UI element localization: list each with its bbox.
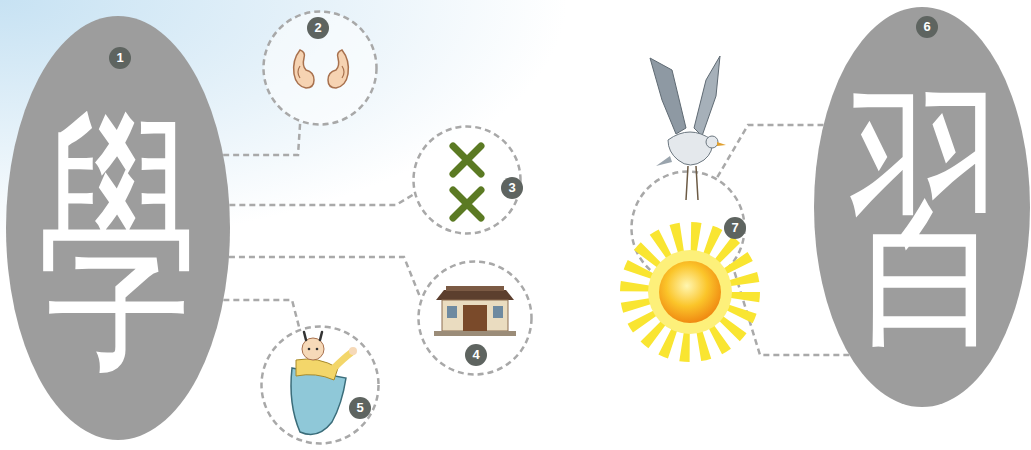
hand-drawing (294, 50, 314, 88)
bird-tail (656, 156, 672, 166)
callout-number: 2 (307, 17, 329, 39)
hand-drawing (342, 66, 344, 78)
hand-drawing (298, 66, 300, 78)
seal-script-oval: 6習 (814, 7, 1030, 407)
dashed-circle (262, 327, 379, 444)
child-arm (334, 352, 352, 368)
child-eye (308, 348, 311, 351)
seal-character: 習 (842, 75, 1002, 355)
building-window (493, 306, 503, 318)
child-eye (316, 348, 319, 351)
child-swaddle (291, 368, 346, 434)
cross-mark (453, 190, 481, 218)
callout-number: 5 (349, 397, 371, 419)
cross-mark (453, 146, 481, 174)
bird-head (706, 136, 718, 148)
bird-wing (650, 58, 686, 134)
child-hair (304, 332, 322, 340)
building-roof (446, 286, 504, 291)
callout-number: 1 (109, 47, 131, 69)
callout-number: 6 (916, 16, 938, 38)
dashed-leader (223, 300, 299, 329)
building-wall (442, 300, 508, 331)
dashed-leader (229, 194, 414, 205)
callout-number: 4 (465, 344, 487, 366)
dashed-circle (419, 262, 532, 375)
dashed-leader (223, 123, 300, 155)
callout-number: 7 (724, 217, 746, 239)
sun-halo (648, 250, 732, 334)
building-roof (436, 290, 514, 300)
oval-fill (814, 7, 1030, 407)
bird-wing (694, 56, 720, 136)
illustration-circle: 2 (262, 10, 378, 126)
seal-character: 學 (38, 102, 198, 382)
callout-number: 3 (501, 177, 523, 199)
bird-body (668, 132, 712, 165)
dashed-leader (717, 125, 823, 178)
child-shirt (296, 359, 338, 380)
dashed-leader (732, 265, 849, 355)
sun-rays (636, 238, 744, 346)
hand-drawing (328, 50, 348, 88)
building-base (434, 331, 516, 336)
bird-beak (717, 142, 726, 146)
illustration-circle: 3 (412, 125, 522, 235)
building-window (447, 306, 457, 318)
dashed-leader (229, 257, 421, 298)
illustration-circle: 4 (417, 260, 533, 376)
illustration-circle: 5 (260, 325, 380, 445)
oval-fill (6, 16, 230, 440)
bird-leg (686, 166, 698, 200)
seal-script-oval: 1學 (6, 16, 230, 440)
node-outline (260, 325, 380, 445)
dashed-circle (264, 12, 377, 125)
building-door (463, 305, 487, 331)
illustration-circle: 7 (630, 170, 746, 286)
sun-disc (659, 261, 721, 323)
child-hand (349, 347, 357, 355)
child-head (302, 338, 324, 360)
